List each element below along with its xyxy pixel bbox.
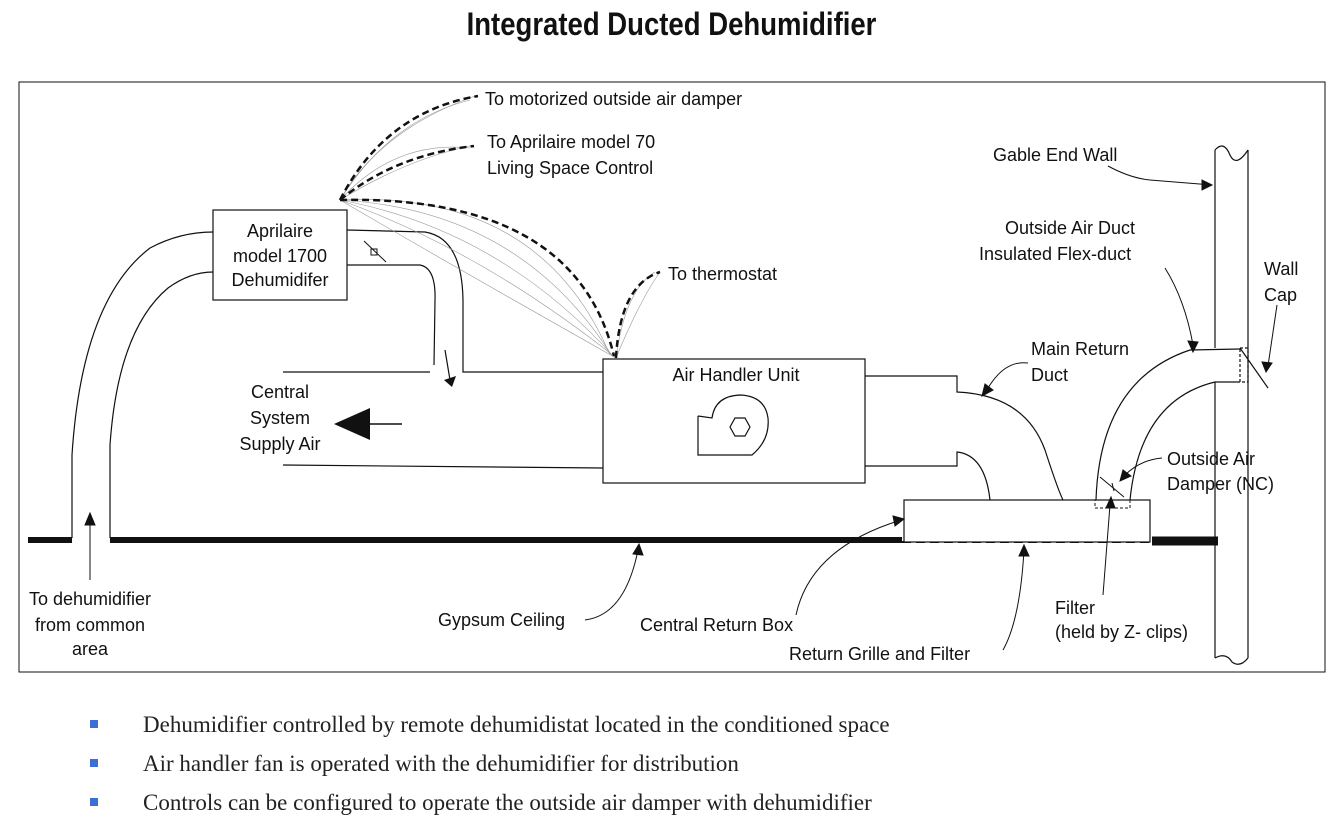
label-common-area-2: from common [35,615,145,635]
return-plenum [865,375,1064,501]
bullet-square-icon [90,798,98,806]
label-dehumidifier-3: Dehumidifer [231,270,328,290]
outside-air-duct [1095,348,1241,501]
label-return-grille: Return Grille and Filter [789,644,970,664]
label-outside-air-duct-1: Outside Air Duct [1005,218,1135,238]
label-living-space-control-2: Living Space Control [487,158,653,178]
bullet-square-icon [90,759,98,767]
label-dehumidifier-1: Aprilaire [247,221,313,241]
leader-lines [84,165,1278,651]
label-filter-1: Filter [1055,598,1095,618]
label-main-return-2: Duct [1031,365,1068,385]
label-central-return-box: Central Return Box [640,615,793,635]
diagram-frame [18,81,1326,673]
bullet-text: Dehumidifier controlled by remote dehumi… [143,712,890,737]
label-common-area-3: area [72,639,109,659]
wall-cap [1239,347,1269,389]
label-filter-2: (held by Z- clips) [1055,622,1188,642]
label-living-space-control-1: To Aprilaire model 70 [487,132,655,152]
bullet-list: Dehumidifier controlled by remote dehumi… [90,708,890,825]
label-air-handler: Air Handler Unit [672,365,799,385]
blower-fan-icon [697,394,769,456]
label-gable-end-wall: Gable End Wall [993,145,1117,165]
bullet-item: Air handler fan is operated with the deh… [90,747,890,786]
label-dehumidifier-2: model 1700 [233,246,327,266]
gypsum-ceiling [28,536,1218,546]
diagram: To motorized outside air damper To April… [18,81,1326,673]
bullet-item: Controls can be configured to operate th… [90,786,890,825]
label-motorized-damper: To motorized outside air damper [485,89,742,109]
bullet-square-icon [90,720,98,728]
label-supply-2: System [250,408,310,428]
bullet-text: Air handler fan is operated with the deh… [143,751,739,776]
label-supply-1: Central [251,382,309,402]
label-main-return-1: Main Return [1031,339,1129,359]
control-cable-bundles [338,94,661,359]
common-area-duct [71,231,214,538]
bullet-text: Controls can be configured to operate th… [143,790,872,815]
dehumidifier-outlet-duct [346,229,603,387]
label-wall-cap-1: Wall [1264,259,1298,279]
label-wall-cap-2: Cap [1264,285,1297,305]
label-outside-air-duct-2: Insulated Flex-duct [979,244,1131,264]
diagram-title: Integrated Ducted Dehumidifier [466,6,877,42]
label-thermostat: To thermostat [668,264,777,284]
supply-plenum [282,371,604,469]
label-common-area-1: To dehumidifier [29,589,151,609]
label-outside-damper-2: Damper (NC) [1167,474,1274,494]
gable-end-wall [1214,145,1249,665]
dehumidifier-damper [363,240,387,263]
bullet-item: Dehumidifier controlled by remote dehumi… [90,708,890,747]
supply-arrow [334,408,402,440]
label-supply-3: Supply Air [239,434,320,454]
label-gypsum-ceiling: Gypsum Ceiling [438,610,565,630]
dehumidifier-box [212,209,348,301]
label-outside-damper-1: Outside Air [1167,449,1255,469]
